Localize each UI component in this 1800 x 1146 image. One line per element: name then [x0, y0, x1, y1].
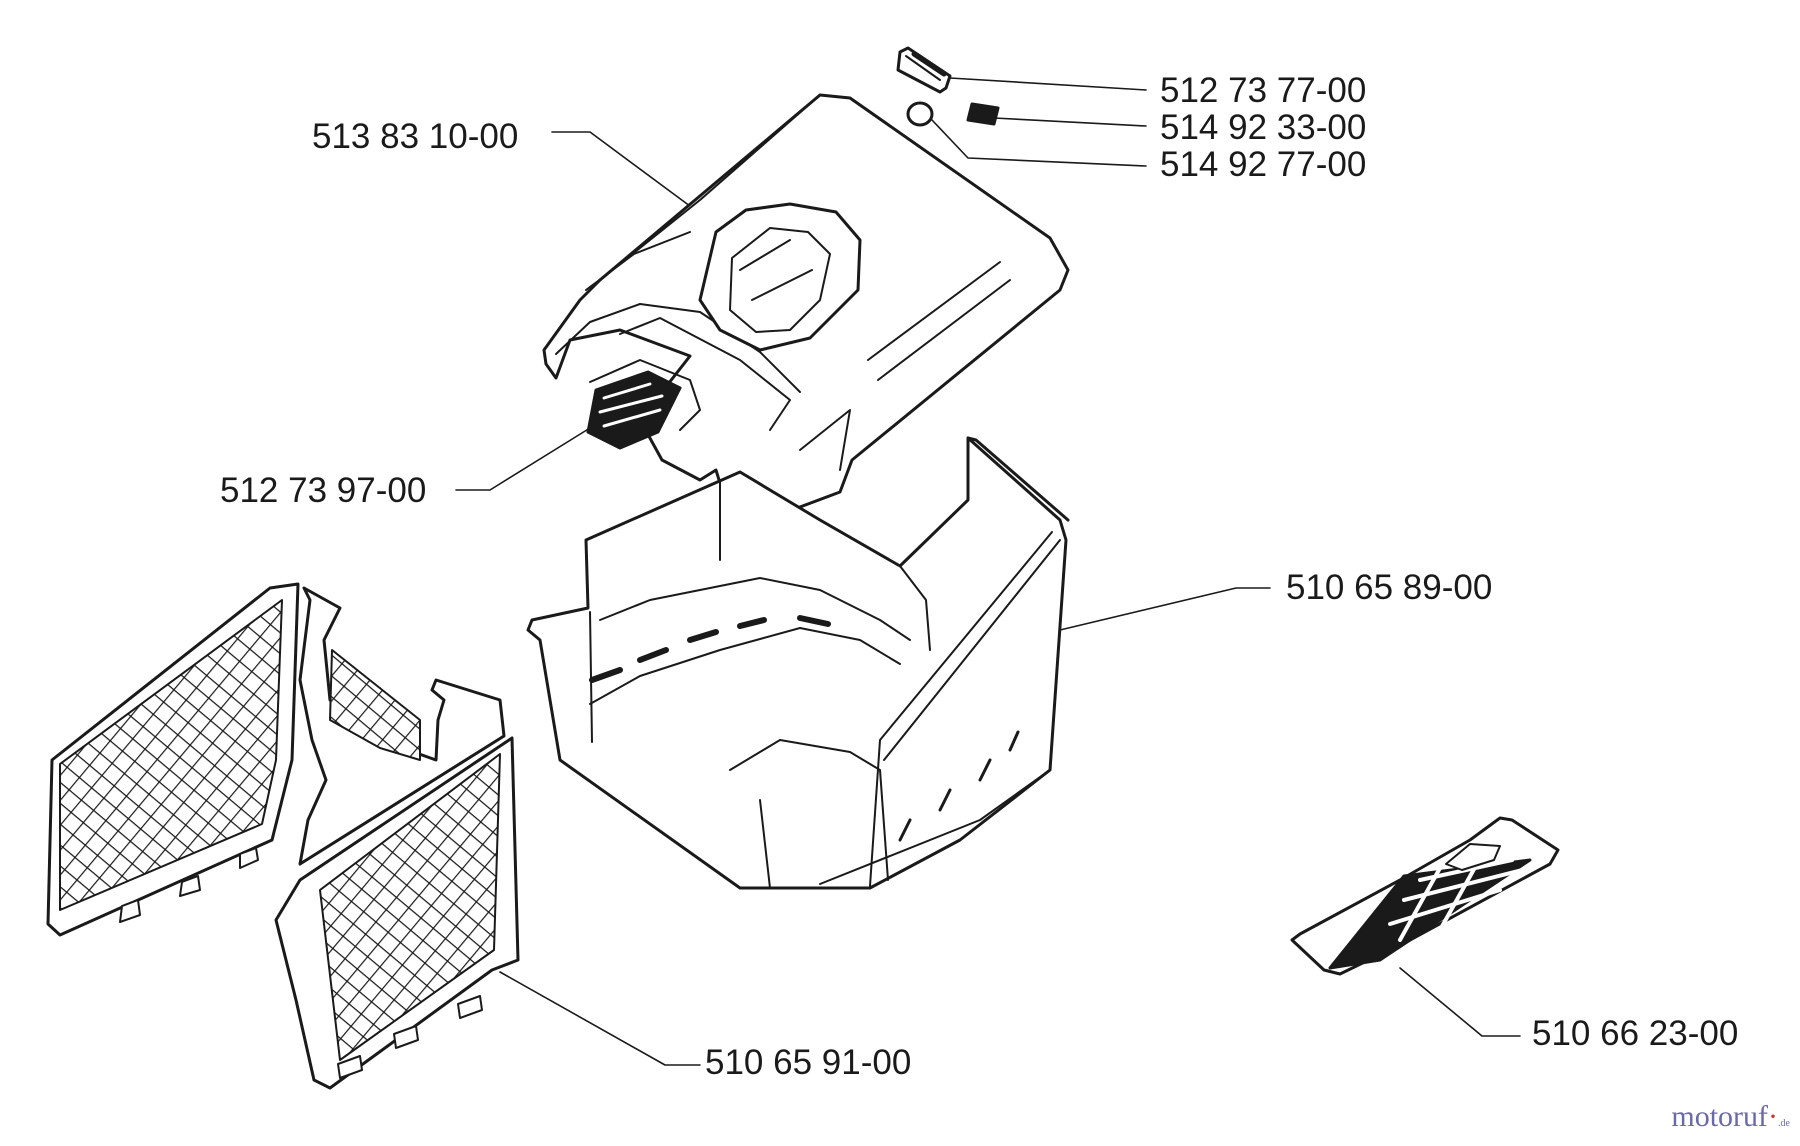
part-label-mesh-side-panels: 510 65 91-00 — [705, 1043, 912, 1082]
deflector-flap-part — [1290, 816, 1560, 976]
leader-mesh-side-panels — [499, 971, 701, 1066]
part-label-bag-frame: 510 65 89-00 — [1286, 568, 1493, 607]
leader-ring — [931, 119, 1147, 167]
leader-small-pad — [993, 117, 1147, 127]
part-label-deflector-flap: 510 66 23-00 — [1532, 1014, 1739, 1053]
part-label-grip-insert: 512 73 97-00 — [220, 471, 427, 510]
bag-frame-part — [526, 436, 1070, 890]
part-label-small-pad: 514 92 33-00 — [1160, 108, 1367, 147]
lid-part — [542, 93, 1070, 532]
watermark-logo: motoruf·.de — [1671, 1100, 1790, 1133]
leader-deflector-flap — [1399, 967, 1521, 1037]
part-label-cap-clip: 512 73 77-00 — [1160, 71, 1367, 110]
part-label-ring: 514 92 77-00 — [1160, 145, 1367, 184]
part-label-lid: 513 83 10-00 — [312, 117, 519, 156]
ring-part — [906, 101, 934, 127]
leader-lid — [551, 131, 699, 213]
mesh-side-panels-part — [46, 582, 520, 1090]
leader-grip-insert — [455, 427, 591, 491]
leader-cap-clip — [949, 77, 1147, 91]
leader-bag-frame — [1059, 587, 1271, 631]
small-pad-part — [966, 102, 1000, 126]
cap-clip-part — [896, 46, 952, 94]
grip-insert-part — [586, 370, 682, 450]
